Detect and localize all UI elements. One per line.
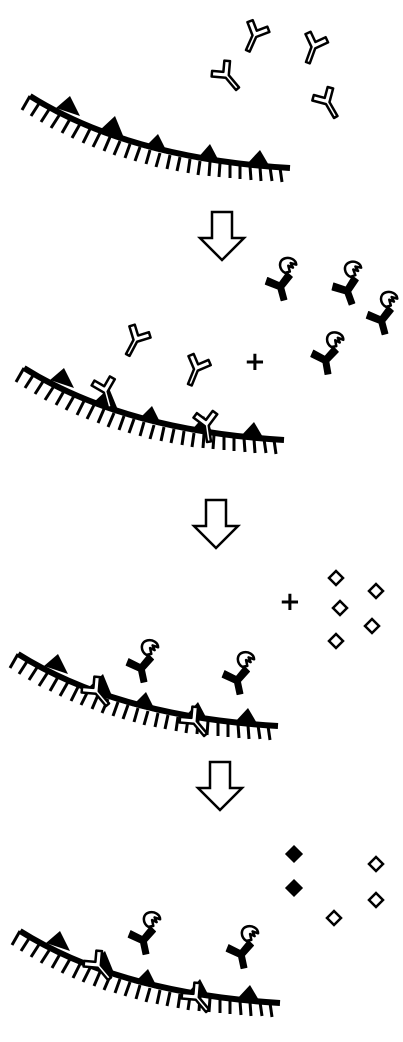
primary-antibody	[207, 56, 248, 98]
step-2: +	[16, 254, 403, 454]
bound-enzyme-secondary-antibody	[120, 637, 166, 687]
substrate-diamond	[327, 569, 345, 587]
substrate-diamond	[367, 855, 385, 873]
plus-sign: +	[244, 347, 266, 377]
step-1	[22, 17, 348, 182]
bound-primary-antibody	[77, 672, 118, 714]
enzyme-secondary-antibody	[258, 254, 306, 305]
plus-sign: +	[279, 587, 301, 617]
step-4	[12, 845, 385, 1018]
bound-enzyme-secondary-antibody	[122, 909, 168, 959]
solid-surface-with-antigens	[16, 368, 284, 454]
enzyme-secondary-antibody	[323, 257, 374, 311]
product-diamond	[285, 845, 303, 863]
substrate-diamond	[331, 599, 349, 617]
substrate-diamond	[363, 617, 381, 635]
product-diamond	[285, 879, 303, 897]
down-arrow-icon	[198, 210, 246, 262]
step-3: +	[10, 569, 385, 744]
bound-enzyme-secondary-antibody	[220, 923, 266, 973]
down-arrow-icon	[192, 498, 240, 550]
primary-antibody	[177, 351, 214, 391]
primary-antibody	[115, 321, 154, 362]
enzyme-secondary-antibody	[306, 329, 351, 378]
bound-primary-antibody	[79, 946, 120, 988]
down-arrow-icon	[196, 760, 244, 812]
solid-surface-with-antigens	[22, 96, 290, 182]
substrate-diamond	[367, 891, 385, 909]
substrate-diamond	[367, 582, 385, 600]
primary-antibody	[235, 17, 273, 57]
substrate-diamond	[327, 632, 345, 650]
substrate-diamond	[325, 909, 343, 927]
primary-antibody	[295, 29, 331, 69]
bound-enzyme-secondary-antibody	[216, 649, 262, 699]
enzyme-secondary-antibody	[359, 288, 403, 339]
primary-antibody	[309, 83, 348, 125]
